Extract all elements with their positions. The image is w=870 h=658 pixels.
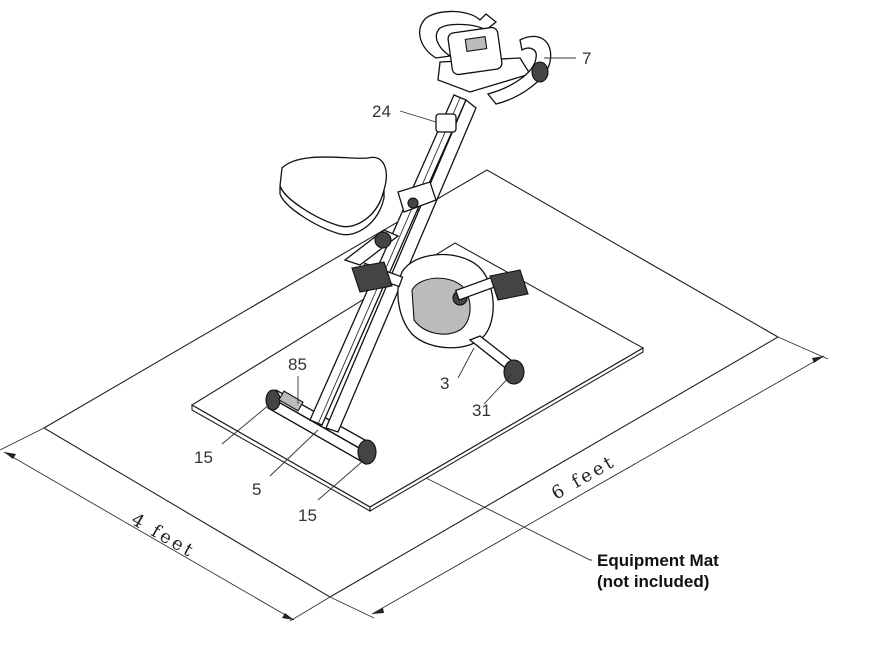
part-label-3: 3 bbox=[440, 374, 449, 393]
length-dimension-label: 6 feet bbox=[548, 451, 619, 504]
width-dimension-line bbox=[0, 427, 331, 622]
part-label-15-left: 15 bbox=[194, 448, 213, 467]
part-label-24: 24 bbox=[372, 102, 391, 121]
equipment-mat-note-line1: Equipment Mat bbox=[597, 551, 719, 570]
part-label-31: 31 bbox=[472, 401, 491, 420]
length-dimension-line bbox=[329, 336, 829, 619]
width-dimension-label: 4 feet bbox=[128, 509, 199, 562]
leader-lines bbox=[221, 57, 592, 561]
equipment-mat-note-line2: (not included) bbox=[597, 572, 709, 591]
part-label-7: 7 bbox=[582, 49, 591, 68]
part-label-15-right: 15 bbox=[298, 506, 317, 525]
exercise-bike bbox=[265, 10, 552, 466]
part-label-5: 5 bbox=[252, 480, 261, 499]
part-label-85: 85 bbox=[288, 355, 307, 374]
